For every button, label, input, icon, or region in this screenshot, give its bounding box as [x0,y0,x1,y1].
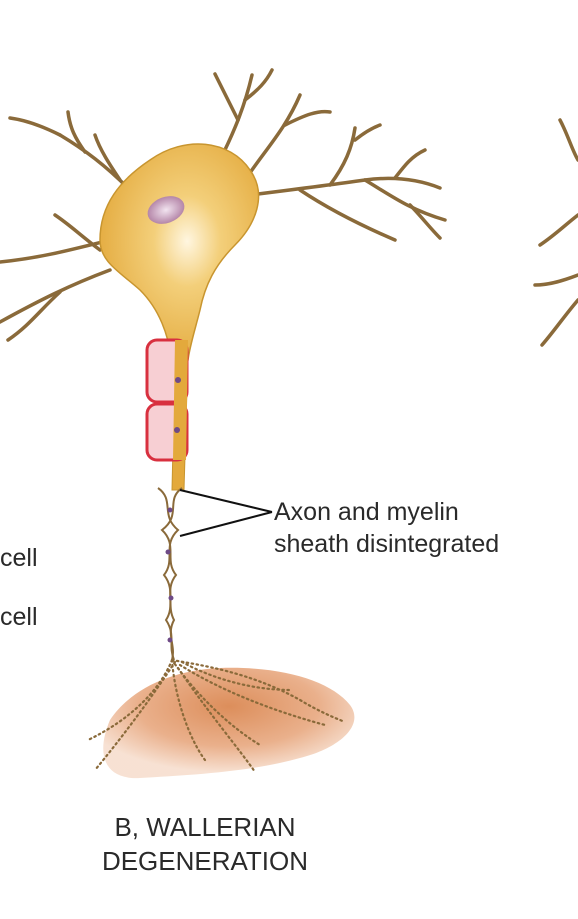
degenerated-nerve-endings [86,658,347,774]
myelin-sheath [145,338,189,462]
axon-label-line-2: sheath disintegrated [274,530,500,558]
caption-line-1: B, WALLERIAN [114,812,296,842]
cell-body [99,143,260,361]
figure-caption: B, WALLERIAN DEGENERATION [60,810,350,878]
cell-label-1: cell [0,544,38,572]
label-pointer [179,489,273,537]
disintegrated-axon [157,487,183,661]
axon-label-line-1: Axon and myelin [274,498,459,526]
adjacent-neuron-dendrites [533,118,578,347]
caption-line-2: DEGENERATION [101,846,309,876]
axon-myelin-label: Axon and myelin sheath disintegrated [274,496,499,560]
cell-label-2: cell [0,603,38,631]
nucleus [147,196,185,224]
